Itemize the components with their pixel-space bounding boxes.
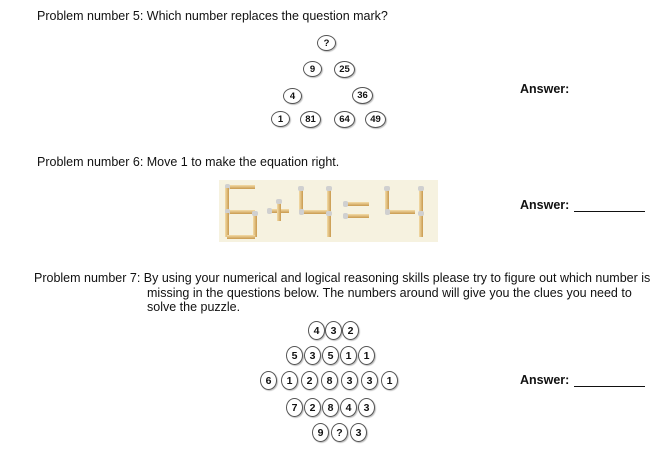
problem-7-answer-line[interactable]	[574, 386, 645, 387]
hex-number: 3	[325, 321, 342, 340]
hex-number: 5	[286, 346, 303, 365]
pyramid-number: ?	[317, 35, 336, 51]
hex-number: 6	[260, 371, 277, 390]
digit-four-first	[298, 186, 332, 237]
pyramid-number: 4	[283, 88, 302, 104]
pyramid-number: 25	[334, 61, 355, 78]
hex-number: 3	[341, 371, 358, 390]
hex-number: 3	[358, 398, 375, 417]
pyramid-number: 1	[271, 111, 290, 127]
problem-6-answer-line[interactable]	[574, 211, 645, 212]
problem-7-answer-label: Answer:	[520, 373, 570, 387]
equals-sign	[343, 201, 369, 219]
pyramid-number: 81	[300, 111, 321, 128]
hex-number: 7	[286, 398, 303, 417]
hex-number: 1	[281, 371, 298, 390]
pyramid-number: 36	[352, 87, 373, 104]
problem-6-answer-label: Answer:	[520, 198, 570, 212]
hex-number: 1	[381, 371, 398, 390]
problem-7-title-line-1: Problem number 7: By using your numerica…	[34, 271, 651, 285]
hex-number: 8	[321, 371, 338, 390]
hex-number: 3	[350, 423, 367, 442]
hex-number: 1	[358, 346, 375, 365]
hex-number: 2	[304, 398, 321, 417]
matchstick-equation	[219, 180, 438, 242]
digit-four-second	[384, 186, 424, 237]
problem-7-title-line-3: solve the puzzle.	[147, 300, 241, 314]
hex-number: ?	[331, 423, 348, 442]
pyramid-number: 64	[334, 111, 355, 128]
pyramid-number: 9	[303, 61, 322, 77]
hex-number: 2	[301, 371, 318, 390]
problem-5-answer-label: Answer:	[520, 82, 570, 96]
digit-six	[225, 184, 258, 239]
hex-number: 8	[322, 398, 339, 417]
plus-sign	[267, 199, 289, 221]
hex-number: 1	[340, 346, 357, 365]
hex-number: 3	[361, 371, 378, 390]
matchstick-equation-image	[225, 184, 424, 239]
problem-7-title-line-2: missing in the questions below. The numb…	[147, 286, 632, 300]
problem-6-title: Problem number 6: Move 1 to make the equ…	[37, 155, 340, 169]
hex-number: 9	[312, 423, 329, 442]
pyramid-number: 49	[365, 111, 386, 128]
hex-number: 4	[308, 321, 325, 340]
hex-number: 3	[304, 346, 321, 365]
hex-number: 5	[322, 346, 339, 365]
problem-5-title: Problem number 5: Which number replaces …	[37, 9, 388, 23]
hex-number: 4	[340, 398, 357, 417]
hex-number: 2	[342, 321, 359, 340]
